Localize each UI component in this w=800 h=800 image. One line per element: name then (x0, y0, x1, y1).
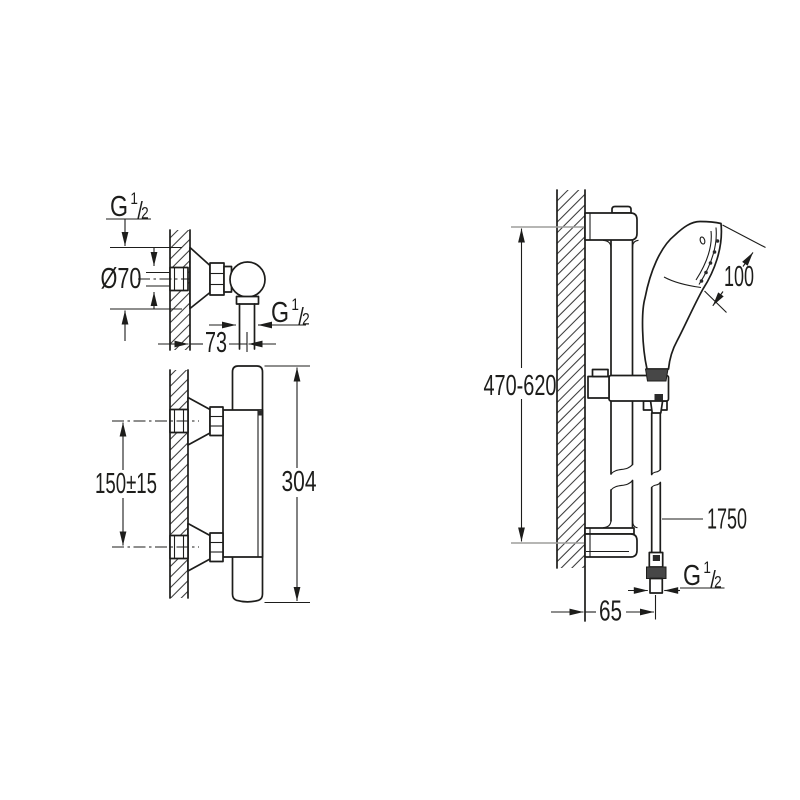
holder-knob-tab (591, 368, 609, 378)
rail-holder (587, 368, 670, 414)
rail-flare (602, 239, 612, 249)
wall-section (170, 370, 188, 598)
wall-section (557, 190, 585, 568)
handle-neck-line (663, 276, 702, 289)
spray-nozzle (704, 270, 708, 275)
dim-body-height: 304 (264, 365, 317, 604)
escutcheon (189, 246, 211, 310)
dim-rail-height-range: 470-620 (484, 228, 557, 542)
shower-hose (646, 412, 667, 594)
hose-break-line (651, 482, 661, 488)
view-shower-rail-set: 470-620 100 1750 G1/2 65 (484, 189, 766, 628)
inlet-bottom (112, 522, 224, 572)
dim-wall-offset: 65 (551, 595, 657, 628)
dim-escutcheon-diameter: Ø70 (101, 247, 158, 341)
rail-break-line (610, 464, 633, 475)
shower-head-outline (641, 220, 723, 370)
bracket-body (584, 212, 638, 241)
dim-text-wall-offset: 65 (599, 596, 622, 628)
spray-face-detail (699, 236, 706, 245)
spray-nozzle (712, 250, 717, 254)
holder-screw (654, 394, 663, 401)
valve-body-detail (257, 411, 262, 416)
inlet-top (112, 396, 224, 446)
hex-nut (209, 262, 225, 296)
dim-hose-length: 1750 (662, 504, 747, 536)
bracket-knob (611, 205, 632, 214)
extension-line (722, 224, 766, 248)
hose-knurled-nut (646, 566, 667, 579)
hose-thread-stub (649, 577, 664, 594)
dim-text-projection: 73 (205, 327, 227, 359)
spray-face-line (695, 230, 712, 281)
mixer-valve-body (222, 409, 264, 558)
rail-flare (602, 519, 612, 529)
hex-nut (209, 532, 224, 563)
dim-head-diameter: 100 (704, 224, 766, 313)
outlet-nut (235, 295, 260, 305)
bracket-body (584, 533, 638, 558)
rail-bracket-top (584, 205, 639, 249)
hand-shower (641, 220, 723, 370)
spray-nozzle (708, 261, 713, 265)
spray-nozzle (699, 279, 704, 283)
holder-knob (587, 375, 610, 399)
dim-text-head-diameter: 100 (724, 261, 754, 293)
hex-nut (209, 406, 224, 437)
rail-flare (631, 519, 638, 529)
dim-projection: 73 (158, 327, 276, 359)
rail-break-line (610, 480, 633, 491)
dim-text-inlet-spacing: 150±15 (95, 468, 157, 500)
hose-break-line (651, 469, 661, 475)
dim-text-escutcheon-diameter: Ø70 (101, 263, 142, 295)
dim-text-hose-length: 1750 (707, 504, 747, 536)
spray-nozzle (715, 239, 720, 243)
dim-inlet-spacing: 150±15 (95, 422, 157, 546)
handle-knurl (644, 368, 669, 382)
dim-text-rail-height-range: 470-620 (484, 370, 557, 402)
bracket-step (584, 527, 635, 535)
hose-end-detail (652, 555, 660, 561)
rail-flare (631, 239, 639, 249)
dim-text-body-height: 304 (282, 466, 317, 498)
view-thermostat: 150±15 304 (95, 365, 317, 604)
rail-bracket-bottom (584, 519, 638, 558)
elbow-body (229, 261, 266, 298)
